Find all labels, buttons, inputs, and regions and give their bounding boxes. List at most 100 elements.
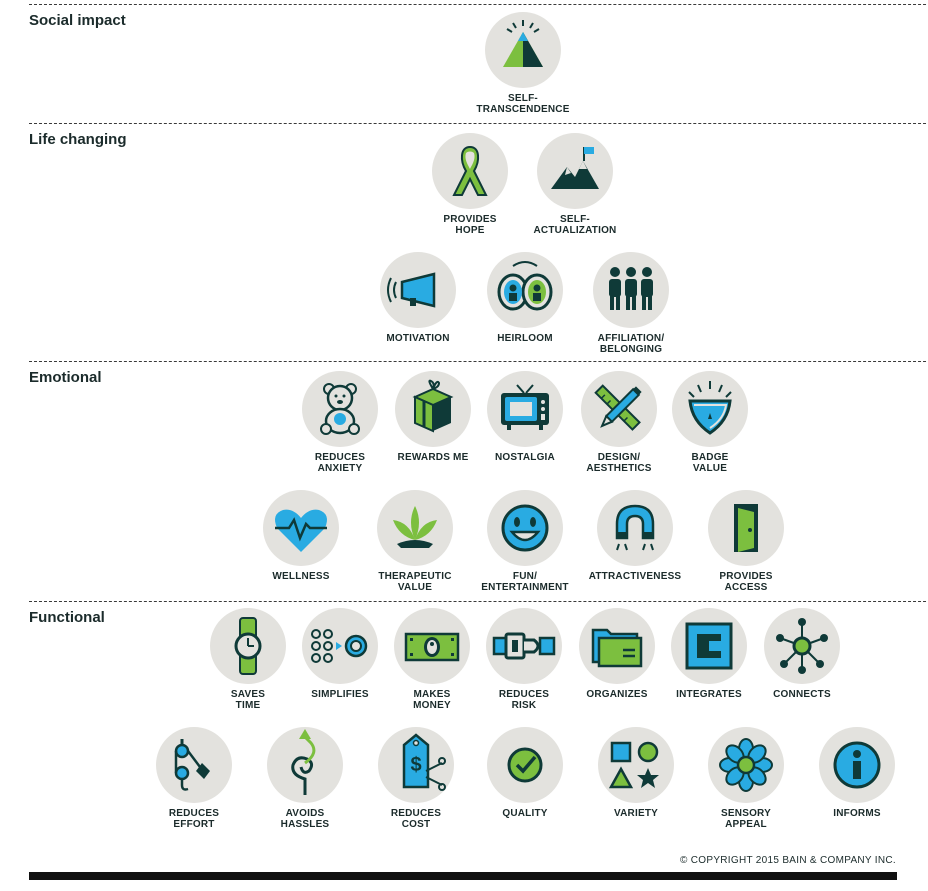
dots-simplify-icon bbox=[302, 608, 378, 684]
bottom-bar bbox=[29, 872, 897, 880]
watch-icon bbox=[210, 608, 286, 684]
affiliation-label: AFFILIATION/BELONGING bbox=[597, 333, 665, 355]
element-heirloom: HEIRLOOM bbox=[465, 252, 585, 344]
copyright-notice: © COPYRIGHT 2015 BAIN & COMPANY INC. bbox=[680, 855, 896, 866]
connects-label: CONNECTS bbox=[773, 689, 831, 700]
integrates-label: INTEGRATES bbox=[676, 689, 742, 700]
heart-pulse-icon bbox=[263, 490, 339, 566]
door-icon bbox=[708, 490, 784, 566]
wellness-label: WELLNESS bbox=[272, 571, 330, 582]
quality-label: QUALITY bbox=[502, 808, 548, 819]
element-self-actualization: SELF-ACTUALIZATION bbox=[515, 133, 635, 236]
element-nostalgia: NOSTALGIA bbox=[465, 371, 585, 463]
element-variety: VARIETY bbox=[576, 727, 696, 819]
pencil-ruler-icon bbox=[581, 371, 657, 447]
network-nodes-icon bbox=[764, 608, 840, 684]
simplifies-label: SIMPLIFIES bbox=[311, 689, 369, 700]
element-affiliation: AFFILIATION/BELONGING bbox=[571, 252, 691, 355]
element-design: DESIGN/AESTHETICS bbox=[559, 371, 679, 474]
self-transcendence-label: SELF-TRANSCENDENCE bbox=[476, 93, 570, 115]
smiley-icon bbox=[487, 490, 563, 566]
untangle-arrow-icon bbox=[267, 727, 343, 803]
organizes-label: ORGANIZES bbox=[586, 689, 648, 700]
nostalgia-label: NOSTALGIA bbox=[495, 452, 555, 463]
self-actualization-label: SELF-ACTUALIZATION bbox=[533, 214, 617, 236]
magnet-icon bbox=[597, 490, 673, 566]
mountain-flag-icon bbox=[537, 133, 613, 209]
plant-leaves-icon bbox=[377, 490, 453, 566]
element-fun: FUN/ENTERTAINMENT bbox=[465, 490, 585, 593]
fun-label: FUN/ENTERTAINMENT bbox=[481, 571, 569, 593]
self-transcendence-icon bbox=[485, 12, 561, 88]
section-title-life-changing: Life changing bbox=[29, 131, 127, 148]
svg-text:$: $ bbox=[410, 754, 421, 776]
element-self-transcendence: SELF-TRANSCENDENCE bbox=[463, 12, 583, 115]
puzzle-bracket-icon bbox=[671, 608, 747, 684]
rewards-me-label: REWARDS ME bbox=[397, 452, 469, 463]
element-integrates: INTEGRATES bbox=[649, 608, 769, 700]
price-tag-scissors-icon: $ bbox=[378, 727, 454, 803]
megaphone-icon bbox=[380, 252, 456, 328]
element-attractiveness: ATTRACTIVENESS bbox=[575, 490, 695, 582]
heirloom-label: HEIRLOOM bbox=[497, 333, 553, 344]
design-label: DESIGN/AESTHETICS bbox=[586, 452, 652, 474]
lockets-icon bbox=[487, 252, 563, 328]
folder-icon bbox=[579, 608, 655, 684]
element-motivation: MOTIVATION bbox=[358, 252, 478, 344]
element-quality: QUALITY bbox=[465, 727, 585, 819]
element-rewards-me: REWARDS ME bbox=[373, 371, 493, 463]
element-wellness: WELLNESS bbox=[241, 490, 361, 582]
gift-box-icon bbox=[395, 371, 471, 447]
shapes-icon bbox=[598, 727, 674, 803]
element-informs: INFORMS bbox=[797, 727, 917, 819]
teddy-bear-icon bbox=[302, 371, 378, 447]
checkmark-icon bbox=[487, 727, 563, 803]
ribbon-icon bbox=[432, 133, 508, 209]
section-title-functional: Functional bbox=[29, 609, 105, 626]
divider-functional bbox=[29, 601, 928, 602]
divider-emotional bbox=[29, 361, 928, 362]
element-organizes: ORGANIZES bbox=[557, 608, 677, 700]
motivation-label: MOTIVATION bbox=[386, 333, 450, 344]
element-connects: CONNECTS bbox=[742, 608, 862, 700]
info-icon bbox=[819, 727, 895, 803]
element-simplifies: SIMPLIFIES bbox=[280, 608, 400, 700]
section-title-social-impact: Social impact bbox=[29, 12, 126, 29]
television-icon bbox=[487, 371, 563, 447]
pulley-icon bbox=[156, 727, 232, 803]
informs-label: INFORMS bbox=[833, 808, 881, 819]
badge-shield-icon bbox=[672, 371, 748, 447]
attractiveness-label: ATTRACTIVENESS bbox=[588, 571, 682, 582]
people-group-icon bbox=[593, 252, 669, 328]
section-title-emotional: Emotional bbox=[29, 369, 102, 386]
seatbelt-buckle-icon bbox=[486, 608, 562, 684]
banknote-icon bbox=[394, 608, 470, 684]
divider-life-changing bbox=[29, 123, 928, 124]
variety-label: VARIETY bbox=[614, 808, 658, 819]
divider-top bbox=[29, 4, 928, 5]
